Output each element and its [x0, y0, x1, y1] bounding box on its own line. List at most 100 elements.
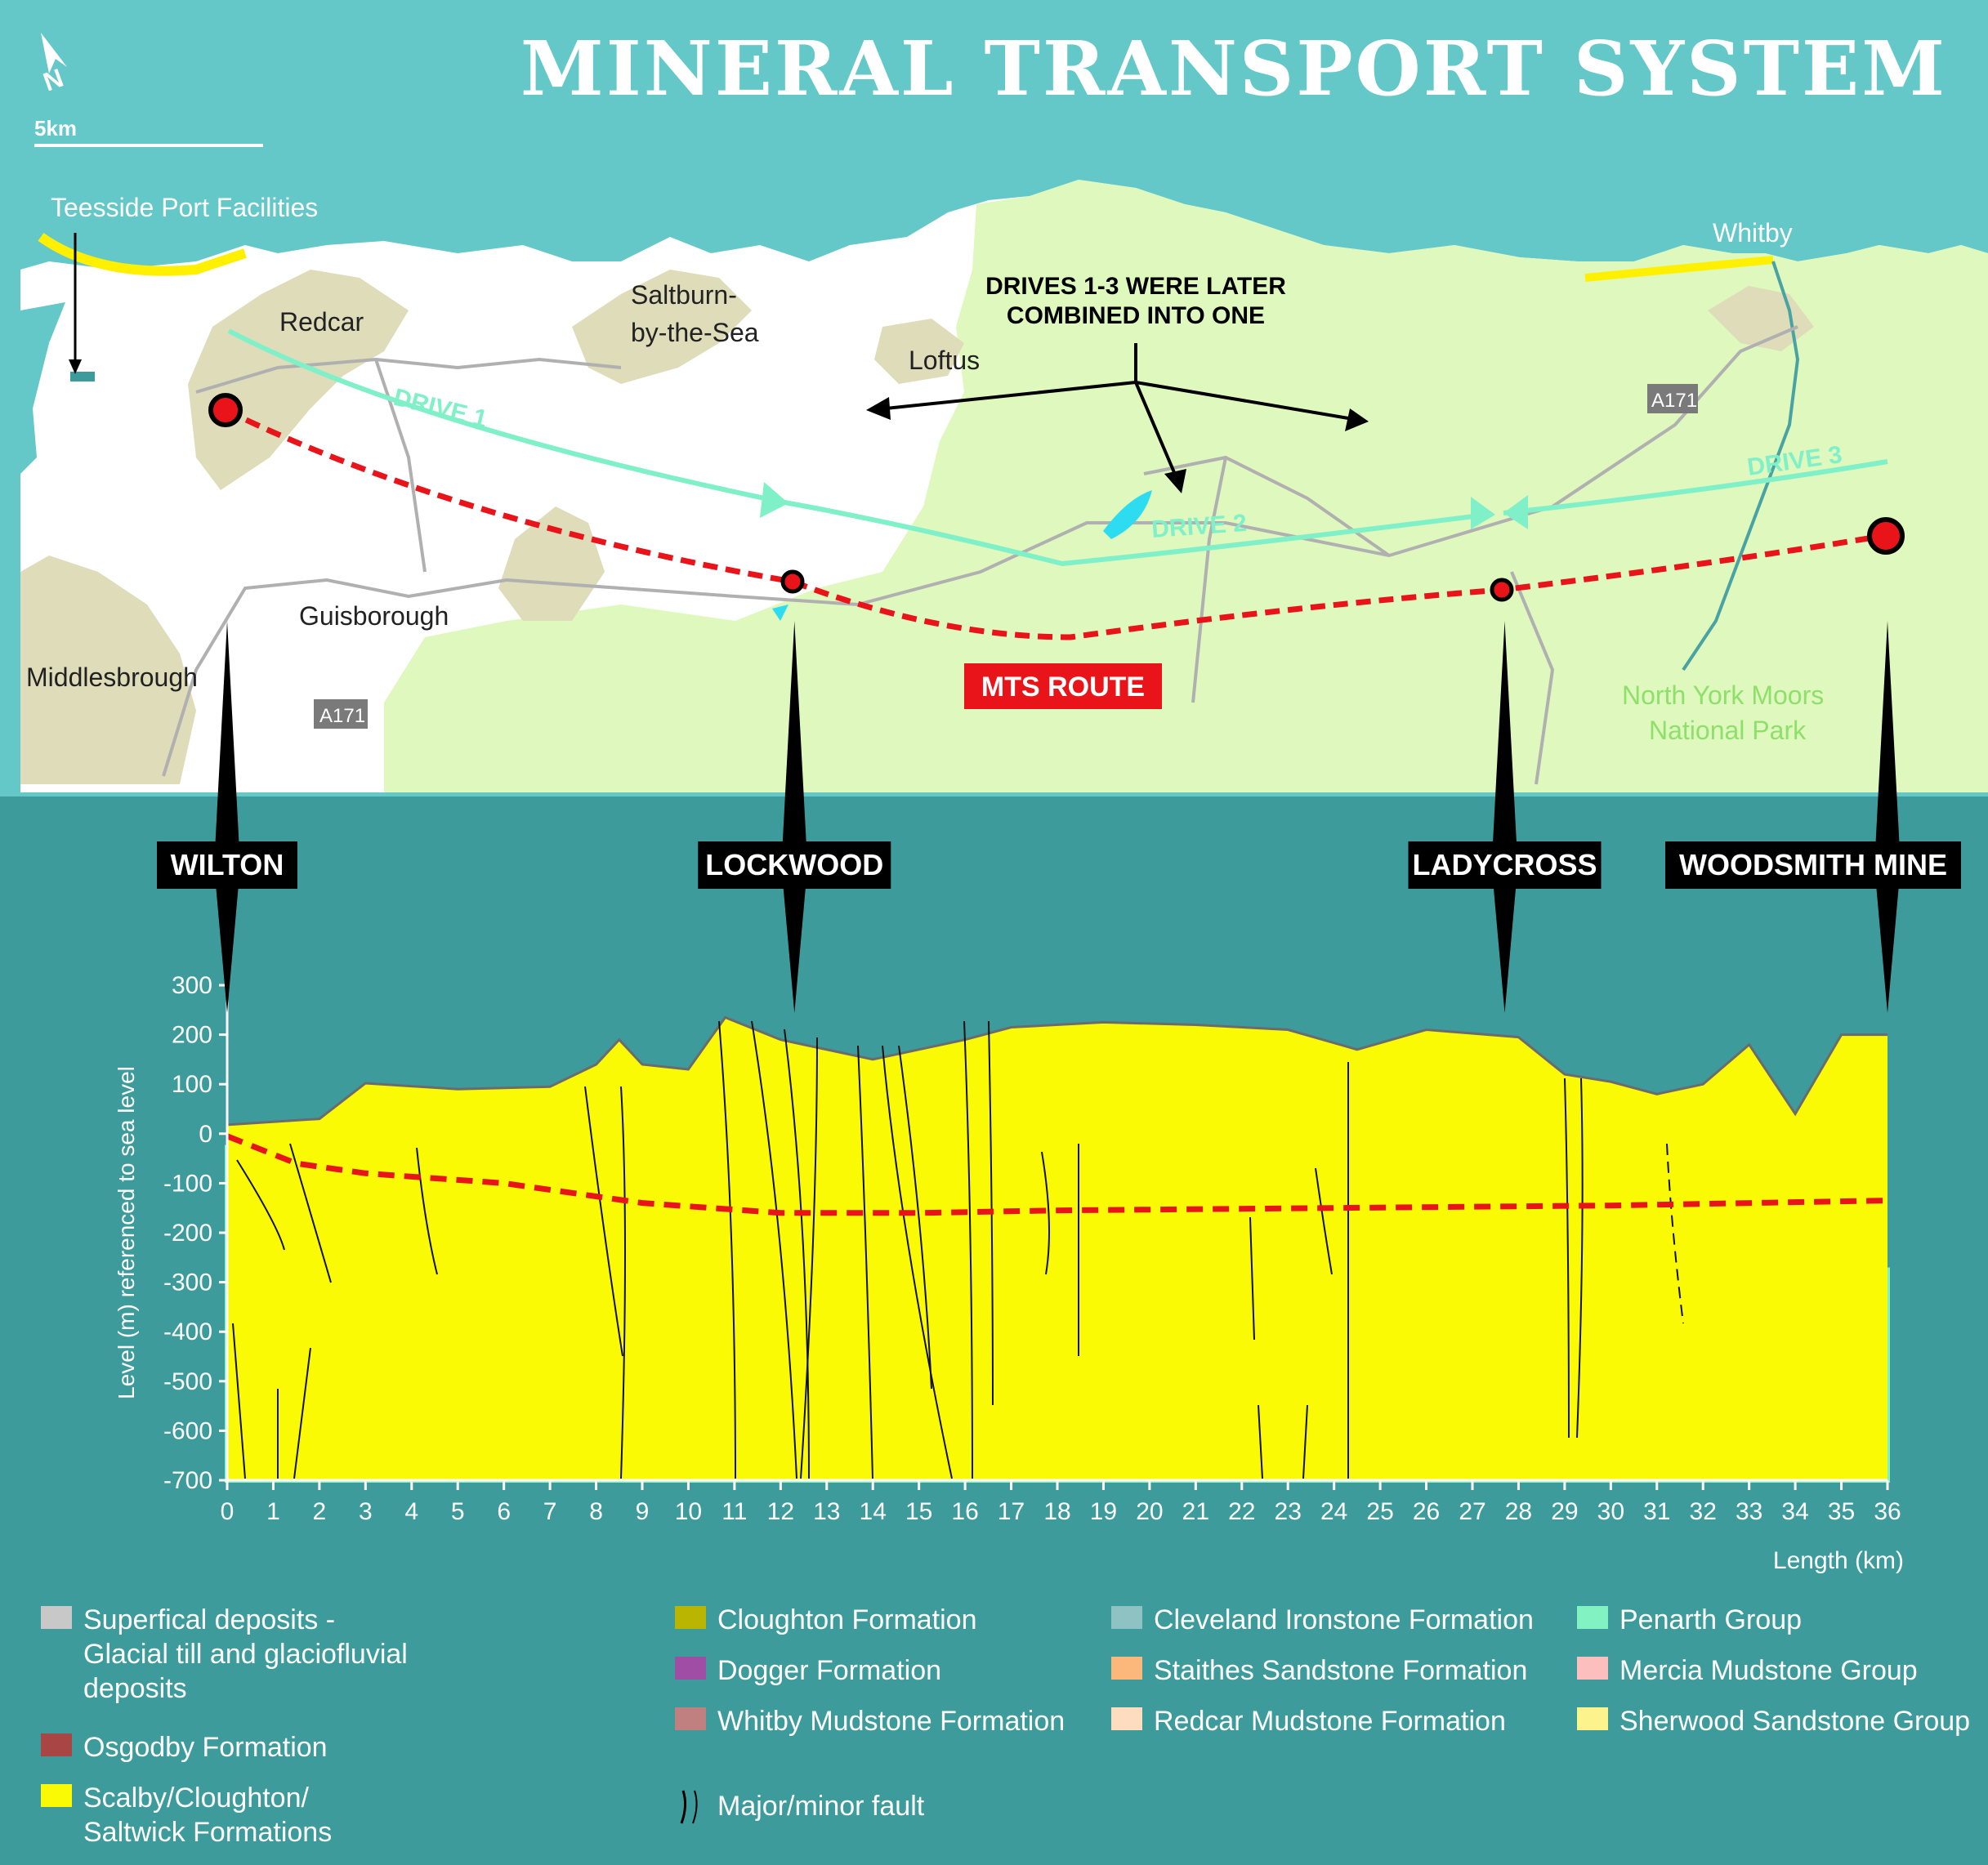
x-tick-label: 32 — [1690, 1498, 1717, 1525]
lockwood-marker — [780, 569, 805, 594]
x-tick-label: 21 — [1182, 1498, 1209, 1525]
legend-swatch — [675, 1657, 706, 1680]
x-tick-label: 8 — [589, 1498, 603, 1525]
label-teesside: Teesside Port Facilities — [51, 193, 318, 222]
x-tick-label: 36 — [1874, 1498, 1901, 1525]
ladycross-marker — [1490, 578, 1514, 602]
x-tick-label: 35 — [1828, 1498, 1855, 1525]
legend-label: Mercia Mudstone Group — [1619, 1655, 1918, 1686]
legend-swatch — [1577, 1657, 1608, 1680]
x-tick-label: 28 — [1505, 1498, 1532, 1525]
route-map: N 5km DRIVE 1 DRIVE 2 DRIVE 3 Teesside P… — [0, 0, 1988, 796]
x-tick-label: 20 — [1136, 1498, 1163, 1525]
site-pointer-wilton — [214, 621, 240, 1013]
legend-label: Scalby/Cloughton/Saltwick Formations — [83, 1782, 333, 1848]
legend-item: Mercia Mudstone Group — [1577, 1653, 1918, 1688]
site-label: WILTON — [171, 848, 284, 881]
site-pointer-woodsmith-mine — [1874, 621, 1901, 1013]
drive1-arrowhead — [760, 482, 788, 518]
callout-arrowhead-left — [866, 397, 891, 420]
y-tick-label: -700 — [163, 1467, 212, 1494]
legend-label: Dogger Formation — [717, 1655, 942, 1686]
y-tick-label: -500 — [163, 1368, 212, 1395]
x-tick-label: 1 — [266, 1498, 280, 1525]
legend-label: Osgodby Formation — [83, 1732, 328, 1763]
x-tick-label: 16 — [951, 1498, 978, 1525]
reservoir-icon — [1103, 490, 1152, 539]
callout-line-1: DRIVES 1-3 WERE LATER — [985, 273, 1286, 300]
mts-route-badge — [964, 663, 1162, 709]
callout-arrowhead-right — [1345, 408, 1369, 431]
reservoir-small-icon — [772, 605, 788, 621]
site-label-box — [1408, 841, 1602, 889]
x-tick-label: 7 — [543, 1498, 557, 1525]
x-tick-label: 34 — [1781, 1498, 1808, 1525]
legend-item: Cleveland Ironstone Formation — [1111, 1603, 1534, 1637]
label-nym-1: North York Moors — [1622, 680, 1824, 710]
x-tick-label: 12 — [767, 1498, 794, 1525]
legend-item: Scalby/Cloughton/Saltwick Formations — [41, 1781, 332, 1849]
label-saltburn-2: by-the-Sea — [631, 318, 759, 347]
x-tick-label: 30 — [1597, 1498, 1624, 1525]
strata-layers — [225, 1015, 1890, 1483]
legend-item: Cloughton Formation — [675, 1603, 977, 1637]
label-whitby: Whitby — [1713, 218, 1793, 248]
port-pointer-head — [69, 359, 82, 374]
label-middlesbrough: Middlesbrough — [26, 663, 198, 692]
a171-east-label: A171 — [1651, 390, 1697, 412]
drive3-arrowhead — [1503, 495, 1528, 529]
label-nym-2: National Park — [1649, 716, 1807, 745]
legend-swatch — [1577, 1707, 1608, 1730]
legend-item: Dogger Formation — [675, 1653, 941, 1688]
site-label: LADYCROSS — [1412, 848, 1597, 881]
legend-item: Superfical deposits -Glacial till and gl… — [41, 1603, 408, 1706]
mts-route-line — [224, 407, 1884, 640]
legend-item: Whitby Mudstone Formation — [675, 1704, 1065, 1738]
callout-arrowhead-down — [1164, 469, 1186, 493]
y-tick-label: 300 — [172, 972, 212, 999]
scale-label: 5km — [34, 116, 77, 141]
legend-swatch — [1111, 1707, 1142, 1730]
mts-route-label: MTS ROUTE — [981, 671, 1145, 703]
x-tick-label: 4 — [404, 1498, 418, 1525]
x-tick-label: 18 — [1043, 1498, 1070, 1525]
drive2-arrowhead — [1471, 497, 1495, 529]
layer-scalby-cloughton-saltwick-formations — [227, 1017, 1887, 1480]
legend-label: Redcar Mudstone Formation — [1154, 1706, 1506, 1737]
x-tick-label: 2 — [313, 1498, 327, 1525]
fault-lines — [232, 1020, 1684, 1479]
beach-teesside — [38, 233, 247, 276]
roads — [162, 325, 1798, 785]
a171-west-shield — [314, 699, 368, 729]
drive2-label: DRIVE 2 — [1150, 510, 1248, 543]
ground-surface-line — [226, 1015, 1887, 1127]
beach-whitby — [1584, 256, 1774, 282]
legend-item: Osgodby Formation — [41, 1730, 328, 1765]
y-tick-label: -300 — [163, 1269, 212, 1296]
y-tick-label: -100 — [163, 1170, 212, 1197]
whitby-river — [1682, 261, 1800, 671]
legend-label: Superfical deposits -Glacial till and gl… — [83, 1604, 408, 1704]
y-tick-label: 0 — [199, 1121, 212, 1148]
tunnel-drives — [227, 328, 1888, 567]
a171-west-label: A171 — [319, 705, 365, 727]
x-tick-label: 6 — [497, 1498, 511, 1525]
label-redcar: Redcar — [279, 307, 364, 337]
site-label: LOCKWOOD — [705, 848, 883, 881]
page-title: MINERAL TRANSPORT SYSTEM — [520, 25, 1947, 113]
x-tick-label: 31 — [1643, 1498, 1670, 1525]
x-tick-label: 3 — [359, 1498, 373, 1525]
x-tick-label: 14 — [860, 1498, 887, 1525]
y-tick-label: -400 — [163, 1318, 212, 1345]
legend-label: Staithes Sandstone Formation — [1154, 1655, 1528, 1686]
label-saltburn-1: Saltburn- — [631, 280, 737, 310]
legend-item: Penarth Group — [1577, 1603, 1802, 1637]
x-tick-label: 26 — [1413, 1498, 1440, 1525]
a171-east-shield — [1647, 384, 1698, 413]
x-tick-label: 0 — [221, 1498, 235, 1525]
x-tick-label: 33 — [1736, 1498, 1762, 1525]
x-tick-label: 23 — [1275, 1498, 1302, 1525]
y-tick-label: 100 — [172, 1071, 212, 1098]
